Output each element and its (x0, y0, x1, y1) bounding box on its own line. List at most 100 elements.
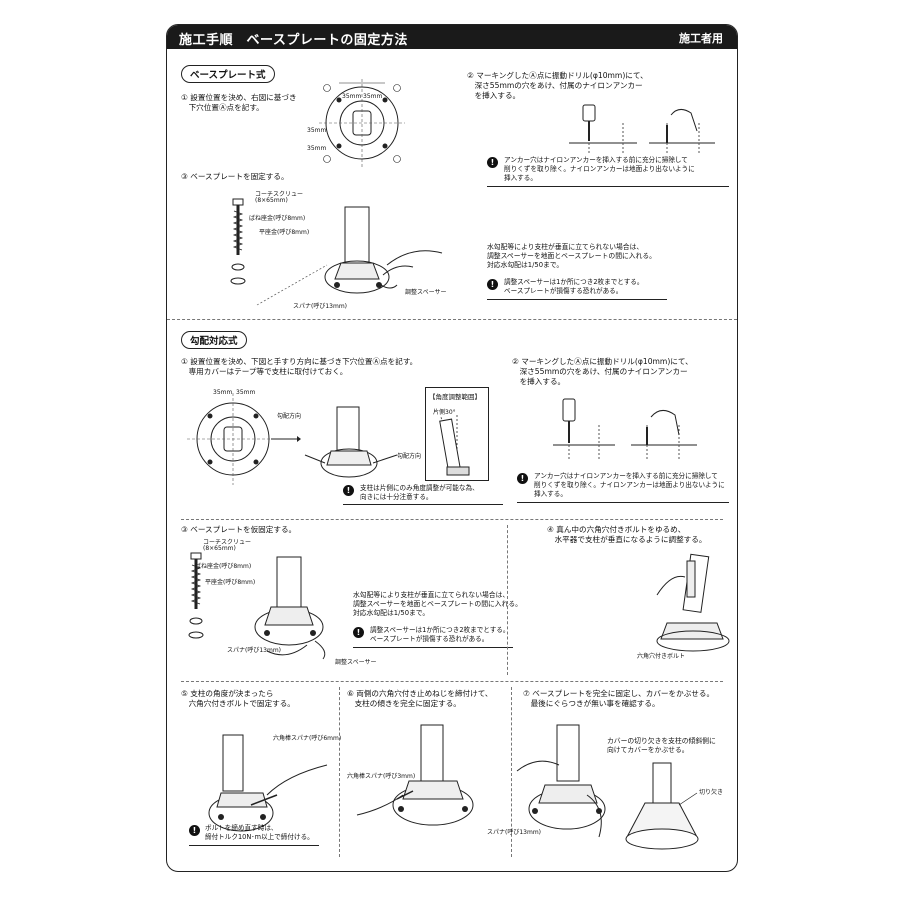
s1-warn1-line3: 挿入する。 (504, 174, 537, 182)
s1-note-line1: 水勾配等により支柱が垂直に立てられない場合は、 (487, 243, 644, 251)
s2-warn-angle-line1: 支柱は片側にのみ角度調整が可能な為、 (360, 484, 479, 492)
s1-drilling-illustration (569, 104, 715, 155)
s1-step2-line3: を挿入する。 (467, 91, 521, 100)
s2-step7-illustration (516, 724, 606, 838)
s2-warn-angle-line2: 向きには十分注意する。 (360, 493, 433, 501)
s2-warn2-line2: ベースプレートが損傷する恐れがある。 (370, 635, 489, 643)
s2-hexwrench3-label: 六角棒スパナ(呼び3mm) (347, 773, 416, 780)
s1-step2-line1: ② マーキングしたⒶ点に振動ドリル(φ10mm)にて、 (467, 71, 648, 80)
s2-dim-top-left: 35mm (213, 389, 233, 396)
s2-note-line3: 対応水勾配は1/50まで。 (353, 609, 430, 617)
s2-warning-icon-angle: ! (343, 485, 354, 496)
s2-spanner13-label: スパナ(呼び13mm) (487, 829, 542, 836)
s2-row-divider-1 (181, 519, 723, 520)
s2-warn1-underline (517, 502, 729, 503)
s1-base-plate-diagram (319, 79, 405, 167)
s2-angle-range-box (425, 387, 489, 481)
s2-col-divider-2 (339, 687, 340, 857)
s2-step2-line2: 深さ55mmの穴をあけ、付属のナイロンアンカー (512, 367, 688, 376)
s2-cover-note-line1: カバーの切り欠きを支柱の傾斜側に (607, 737, 716, 745)
s1-part-spacer: 調整スペーサー (405, 289, 447, 296)
s2-slope-direction-label: 勾配方向 (277, 413, 302, 420)
s1-part-screw: コーチスクリュー (255, 191, 304, 198)
s1-note-line2: 調整スペーサーを地面とベースプレートの間に入れる。 (487, 252, 656, 260)
section-title-base-plate: ベースプレート式 (181, 65, 275, 83)
s2-angle-title: 【角度調整範囲】 (429, 393, 481, 401)
s1-part-spring: ばね座金(呼び8mm) (249, 215, 306, 222)
s2-warn1-line1: アンカー穴はナイロンアンカーを挿入する前に充分に掃除して (534, 472, 718, 480)
s1-dim-top-right: 35mm (363, 93, 383, 100)
s2-coach-screw-illustration (188, 552, 204, 639)
section-title-slope: 勾配対応式 (181, 331, 247, 349)
s2-warn-angle-underline (343, 504, 503, 505)
s1-post-fixing-illustration (256, 206, 443, 306)
s2-cover-note-line2: 向けてカバーをかぶせる。 (607, 746, 689, 754)
s2-warn5-underline (189, 845, 319, 846)
s2-step1-line1: ① 設置位置を決め、下図と手すり方向に基づき下穴位置Ⓐ点を記す。 (181, 357, 418, 366)
s2-step7-line2: 最後にぐらつきが無い事を確認する。 (523, 699, 660, 708)
s2-warn1-line2: 削りくずを取り除く。ナイロンアンカーは地面より出ないように (534, 481, 725, 489)
s2-warn2-line1: 調整スペーサーは1か所につき2枚までとする。 (370, 626, 510, 634)
s1-warning-icon-spacer: ! (487, 279, 498, 290)
s2-warn5-line2: 締付トルク10N･m以上で締付ける。 (205, 833, 314, 841)
s1-warn2-underline (487, 299, 667, 300)
s1-part-screw-size: (8×65mm) (255, 197, 288, 204)
s1-step3: ③ ベースプレートを固定する。 (181, 172, 289, 181)
s2-part-spanner: スパナ(呼び13mm) (227, 647, 282, 654)
s2-step2-line1: ② マーキングしたⒶ点に振動ドリル(φ10mm)にて、 (512, 357, 693, 366)
s2-warning-icon-anchor: ! (517, 473, 528, 484)
s2-part-spring: ばね座金(呼び8mm) (195, 563, 252, 570)
s2-slope-direction-label-2: 勾配方向 (397, 453, 422, 460)
s1-warn1-line2: 削りくずを取り除く。ナイロンアンカーは地面より出ないように (504, 165, 695, 173)
s2-step6-line2: 支柱の傾きを完全に固定する。 (347, 699, 461, 708)
s2-base-plate-diagram (187, 393, 301, 485)
s2-col-divider-1 (507, 525, 508, 675)
s1-dim-left-upper: 35mm (307, 127, 327, 134)
s1-warn1-line1: アンカー穴はナイロンアンカーを挿入する前に充分に掃除して (504, 156, 688, 164)
s1-warn2-line2: ベースプレートが損傷する恐れがある。 (504, 287, 623, 295)
s2-part-screw: コーチスクリュー (203, 539, 252, 546)
s2-part-spacer: 調整スペーサー (335, 659, 377, 666)
s2-cover-illustration (625, 762, 699, 850)
s1-part-washer: 平座金(呼び8mm) (259, 229, 310, 236)
s2-step5-line1: ⑤ 支柱の角度が決まったら (181, 689, 274, 698)
s2-step4-line1: ④ 真ん中の六角穴付きボルトをゆるめ、 (547, 525, 686, 534)
s1-step1-line2: 下穴位置Ⓐ点を記す。 (181, 103, 264, 112)
s2-note-line2: 調整スペーサーを地面とベースプレートの間に入れる。 (353, 600, 522, 608)
header-bar: 施工手順 ベースプレートの固定方法 施工者用 (167, 25, 737, 49)
instruction-sheet: 施工手順 ベースプレートの固定方法 施工者用 ベースプレート式 ① 設置位置を決… (166, 24, 738, 872)
s2-drilling-illustration (553, 398, 697, 459)
s2-level-adjust-illustration (656, 553, 730, 652)
s1-warning-icon-anchor: ! (487, 157, 498, 168)
s2-part-screw-size: (8×65mm) (203, 545, 236, 552)
page-title: 施工手順 ベースプレートの固定方法 (179, 33, 408, 48)
s2-post-cover-illustration (304, 406, 398, 478)
s1-dim-left-lower: 35mm (307, 145, 327, 152)
s2-step5-illustration (208, 734, 328, 832)
audience-tag: 施工者用 (679, 32, 723, 45)
s1-warn1-underline (487, 186, 729, 187)
s2-step2-line3: を挿入する。 (512, 377, 566, 386)
s1-step2-line2: 深さ55mmの穴をあけ、付属のナイロンアンカー (467, 81, 643, 90)
s1-note-line3: 対応水勾配は1/50まで。 (487, 261, 564, 269)
s2-hexbolt-label: 六角穴付きボルト (637, 653, 686, 660)
s2-step7-line1: ⑦ ベースプレートを完全に固定し、カバーをかぶせる。 (523, 689, 715, 698)
s2-hexwrench6-label: 六角棒スパナ(呼び6mm) (273, 735, 342, 742)
s1-step1-line1: ① 設置位置を決め、右図に基づき (181, 93, 297, 102)
s2-note-line1: 水勾配等により支柱が垂直に立てられない場合は、 (353, 591, 510, 599)
section-divider (167, 319, 737, 320)
s2-col-divider-3 (511, 687, 512, 857)
s2-angle-label: 片側30° (433, 409, 456, 416)
s2-row-divider-2 (181, 681, 723, 682)
s2-post-fixing-illustration (254, 556, 326, 660)
s2-part-washer: 平座金(呼び8mm) (205, 579, 256, 586)
s1-dim-top-left: 35mm (342, 93, 362, 100)
s1-part-spanner: スパナ(呼び13mm) (293, 303, 348, 310)
s2-angle-illustration (439, 415, 470, 476)
s2-step6-line1: ⑥ 両側の六角穴付き止めねじを締付けて、 (347, 689, 493, 698)
s2-step4-line2: 水平器で支柱が垂直になるように調整する。 (547, 535, 707, 544)
s2-step1-line2: 専用カバーはテープ等で支柱に取付けておく。 (181, 367, 348, 376)
s2-warning-icon-torque: ! (189, 825, 200, 836)
s2-step5-line2: 六角穴付きボルトで固定する。 (181, 699, 295, 708)
s2-dim-top-right: 35mm (236, 389, 256, 396)
